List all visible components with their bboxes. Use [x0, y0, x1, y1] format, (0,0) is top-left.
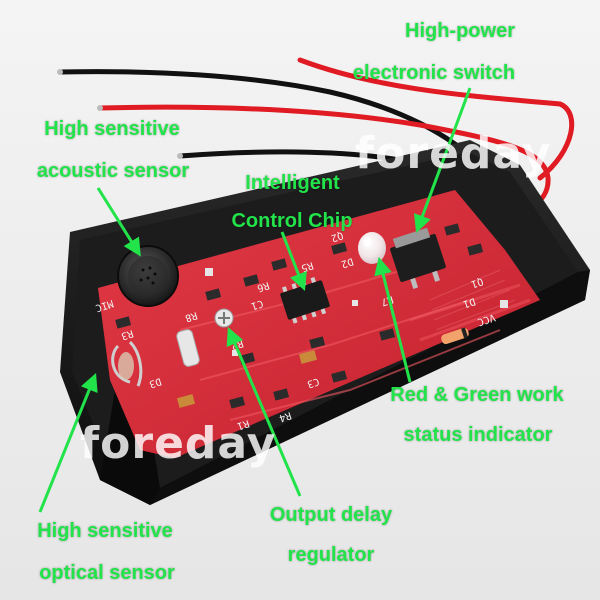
- label-chip-line1: Intelligent: [245, 172, 340, 194]
- label-optical: High sensitive: [10, 520, 200, 542]
- silkscreen-q1: Q1: [470, 275, 485, 289]
- label-chip: Intelligent: [225, 172, 360, 194]
- silkscreen-d2: D2: [340, 255, 355, 269]
- optical-sensor: [111, 340, 143, 387]
- label-acoustic-line1: High sensitive: [44, 118, 180, 140]
- label-optical-line2: optical sensor: [39, 562, 175, 584]
- label-delay-2: regulator: [270, 544, 392, 566]
- label-delay-line2: regulator: [287, 544, 375, 566]
- label-delay-line1: Output delay: [269, 504, 393, 526]
- label-indicator-2: status indicator: [372, 424, 584, 446]
- arrow-optical: [38, 372, 98, 513]
- arrow-delay: [226, 327, 302, 497]
- label-optical-2: optical sensor: [12, 562, 202, 584]
- label-acoustic: High sensitive: [12, 118, 212, 140]
- label-acoustic-line2: acoustic sensor: [36, 160, 190, 182]
- label-switch-2: electronic switch: [318, 62, 550, 84]
- annotation-arrows: [38, 87, 472, 513]
- label-indicator: Red & Green work: [362, 384, 592, 406]
- silkscreen-q2: Q2: [330, 229, 345, 243]
- silkscreen-mic: MIC: [94, 297, 115, 313]
- delay-potentiometer: [214, 308, 234, 328]
- label-indicator-line1: Red & Green work: [390, 384, 564, 406]
- label-indicator-line2: status indicator: [403, 424, 553, 446]
- silkscreen-r6: R6: [256, 279, 271, 293]
- arrow-indicator: [374, 256, 412, 383]
- status-led: [358, 232, 386, 264]
- arrow-switch: [413, 87, 472, 234]
- silkscreen-d3: D3: [148, 375, 163, 389]
- label-switch: High-power: [355, 20, 565, 42]
- label-chip-line2: Control Chip: [231, 210, 353, 232]
- wires: [57, 57, 575, 261]
- silkscreen-r3: R3: [120, 327, 135, 341]
- silkscreen-vcc: VCC: [476, 311, 497, 327]
- wire-red-2: [297, 57, 575, 181]
- label-chip-2: Control Chip: [212, 210, 372, 232]
- watermark-bottom: foreday: [80, 418, 277, 469]
- components: [111, 223, 508, 409]
- label-delay: Output delay: [248, 504, 414, 526]
- label-switch-line1: High-power: [405, 20, 515, 42]
- watermark-top: foreday: [355, 128, 552, 179]
- label-optical-line1: High sensitive: [37, 520, 173, 542]
- label-acoustic-2: acoustic sensor: [8, 160, 218, 182]
- arrow-chip: [280, 231, 307, 292]
- wire-black-1: [57, 69, 483, 168]
- silkscreen-r4: R4: [278, 409, 293, 423]
- arrow-acoustic: [96, 187, 141, 257]
- silkscreen-r5: R5: [300, 259, 315, 273]
- label-switch-line2: electronic switch: [352, 62, 516, 84]
- silkscreen-r1: R1: [236, 417, 251, 431]
- silkscreen-r8: R8: [184, 309, 199, 323]
- silkscreen-c1: C1: [250, 297, 265, 311]
- silkscreen-d1: D1: [462, 295, 477, 309]
- silkscreen-c3: C3: [306, 375, 321, 389]
